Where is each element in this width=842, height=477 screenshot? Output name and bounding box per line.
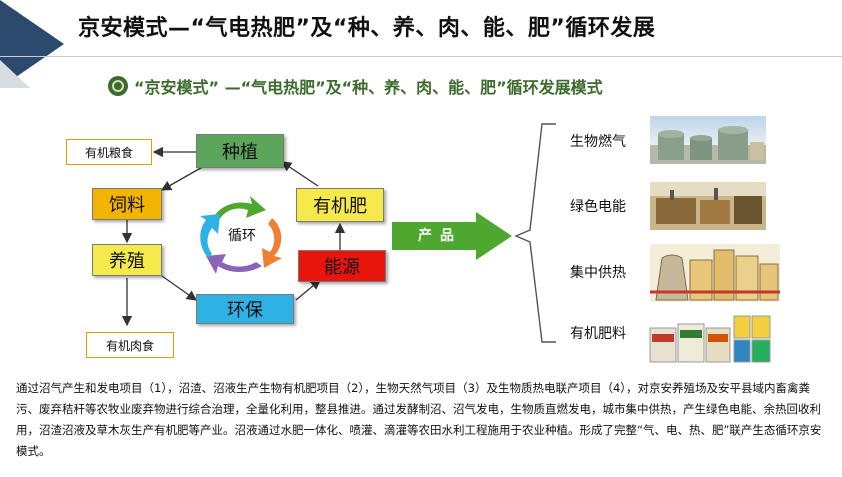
product-electricity-label: 绿色电能 (570, 199, 626, 215)
subtitle-row: “京安模式” —“气电热肥”及“种、养、肉、能、肥”循环发展模式 (108, 74, 603, 98)
biogas-plant-image (650, 116, 766, 164)
power-generator-image (650, 182, 766, 230)
cycle-center-label: 循环 (228, 228, 256, 244)
node-planting: 种植 (196, 134, 284, 168)
description-text: 通过沼气产生和发电项目（1），沼渣、沼液生产生物有机肥项目（2），生物天然气项目… (16, 381, 822, 458)
heating-plant-image (650, 244, 780, 302)
node-feed: 饲料 (92, 188, 162, 220)
output-meat: 有机肉食 (86, 332, 174, 358)
arrow-planting-feed (160, 164, 207, 191)
title-divider (0, 56, 842, 57)
product-biogas-label: 生物燃气 (570, 134, 626, 150)
page-title: 京安模式—“气电热肥”及“种、养、肉、能、肥”循环发展 (78, 16, 656, 41)
output-grain: 有机粮食 (66, 139, 152, 165)
product-bracket (514, 123, 556, 343)
organic-fertilizer-image (648, 310, 774, 364)
arrow-env-energy (295, 279, 321, 301)
product-arrow-label: 产品 (418, 228, 462, 244)
product-arrow (392, 212, 512, 260)
arrow-breeding-env (161, 275, 198, 301)
corner-decoration (0, 0, 64, 88)
product-fertilizer-label: 有机肥料 (570, 326, 626, 342)
node-environmental: 环保 (196, 294, 294, 324)
arrow-fert-planting (280, 161, 319, 187)
diagram-subtitle: “京安模式” —“气电热肥”及“种、养、肉、能、肥”循环发展模式 (134, 78, 603, 97)
product-heating-label: 集中供热 (570, 265, 626, 281)
bullet-icon (108, 76, 128, 96)
node-fertilizer: 有机肥 (296, 188, 384, 222)
node-breeding: 养殖 (92, 244, 162, 276)
node-energy: 能源 (298, 250, 386, 282)
cycle-icon (200, 196, 282, 274)
